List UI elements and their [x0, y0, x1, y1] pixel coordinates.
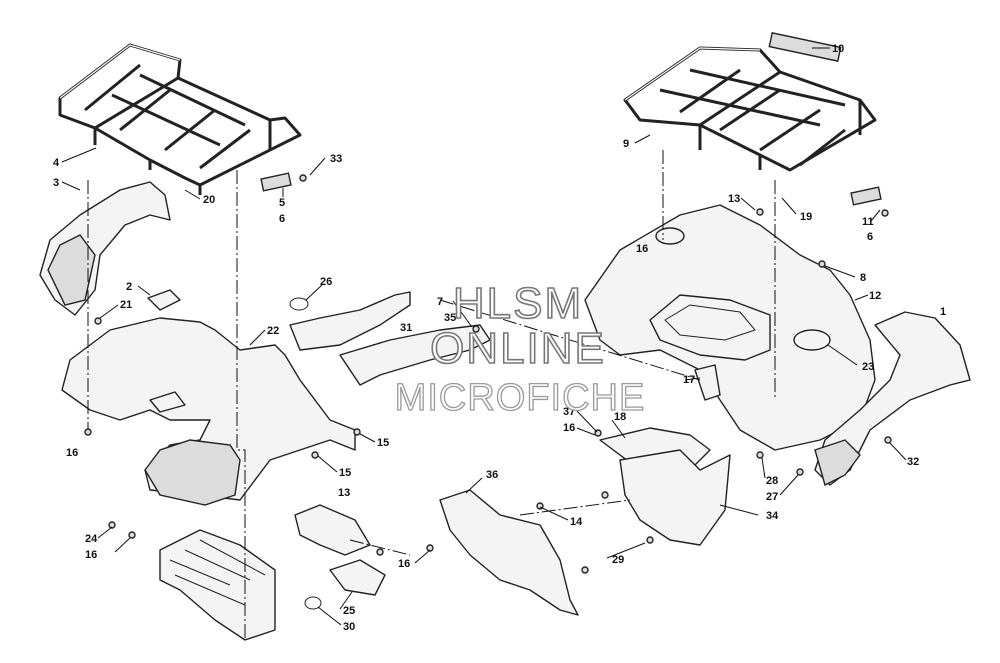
rear-flap-27 [814, 439, 861, 487]
callout: 16 [85, 549, 97, 561]
callout: 35 [444, 312, 456, 324]
callout: 15 [339, 467, 351, 479]
side-splash-32 [439, 489, 579, 616]
side-panel-26 [289, 291, 411, 351]
callout: 15 [377, 437, 389, 449]
fasteners [84, 174, 892, 574]
callout: 31 [400, 322, 412, 334]
grommet-26 [289, 297, 309, 311]
plate-2 [147, 289, 181, 311]
callout: 21 [120, 299, 132, 311]
callout: 36 [486, 469, 498, 481]
callout: 24 [85, 533, 98, 545]
callout: 29 [612, 554, 624, 566]
gas-cap-16 [655, 227, 685, 245]
callout: 8 [860, 272, 866, 284]
watermark-line2: ONLINE [430, 324, 606, 373]
front-frame-bracket [159, 529, 276, 641]
side-panel-35 [339, 324, 491, 386]
callout: 26 [320, 276, 332, 288]
callout-numbers: 10 9 4 3 33 20 5 6 13 19 11 6 2 21 26 16… [53, 43, 946, 633]
watermark-line1: HLSM [453, 279, 583, 328]
callout: 9 [623, 138, 629, 150]
callout: 30 [343, 621, 355, 633]
callout: 32 [907, 456, 919, 468]
callout: 20 [203, 194, 215, 206]
callout: 25 [343, 605, 355, 617]
callout: 16 [398, 558, 410, 570]
callout: 27 [766, 491, 778, 503]
bracket-36 [294, 504, 371, 556]
assembly-lines [87, 150, 776, 640]
callout: 14 [570, 516, 583, 528]
callout: 33 [330, 153, 342, 165]
callout: 18 [614, 411, 626, 423]
callout: 6 [279, 213, 285, 225]
callout: 34 [766, 510, 779, 522]
front-fender [61, 317, 356, 501]
callout: 13 [338, 487, 350, 499]
grip-pad-10 [768, 32, 842, 62]
callout: 16 [66, 447, 78, 459]
watermark: HLSM ONLINE MICROFICHE [394, 278, 646, 419]
callout: 13 [728, 193, 740, 205]
callout: 19 [800, 211, 812, 223]
front-fender-light-housing [47, 234, 96, 306]
mud-flap-23 [694, 364, 721, 401]
rear-rack [623, 46, 877, 172]
callout: 22 [267, 325, 279, 337]
callout: 3 [53, 177, 59, 189]
gas-cap-31 [793, 329, 831, 351]
clip-30 [304, 596, 322, 610]
splash-guard-14 [619, 449, 731, 546]
callout: 6 [867, 231, 873, 243]
watermark-line3: MICROFICHE [395, 377, 646, 419]
callout: 28 [766, 475, 778, 487]
callout: 2 [126, 281, 132, 293]
reflector-11 [850, 186, 882, 206]
callout: 23 [862, 361, 874, 373]
callout: 4 [53, 157, 60, 169]
bracket-25 [329, 559, 386, 596]
callout: 1 [940, 306, 946, 318]
callout: 11 [862, 216, 874, 228]
callout: 5 [279, 197, 285, 209]
front-rack [58, 43, 302, 195]
front-fender-headlight-pod [144, 439, 241, 506]
callout: 10 [832, 43, 844, 55]
callout: 17 [683, 374, 695, 386]
callout: 37 [563, 406, 575, 418]
rear-fender-extension [814, 311, 971, 486]
leader-lines [61, 47, 907, 626]
callout: 16 [563, 422, 575, 434]
reflector-5 [260, 172, 292, 192]
callout: 12 [869, 290, 881, 302]
callout: 16 [636, 243, 648, 255]
callout: 7 [437, 296, 443, 308]
center-badge [149, 391, 186, 413]
